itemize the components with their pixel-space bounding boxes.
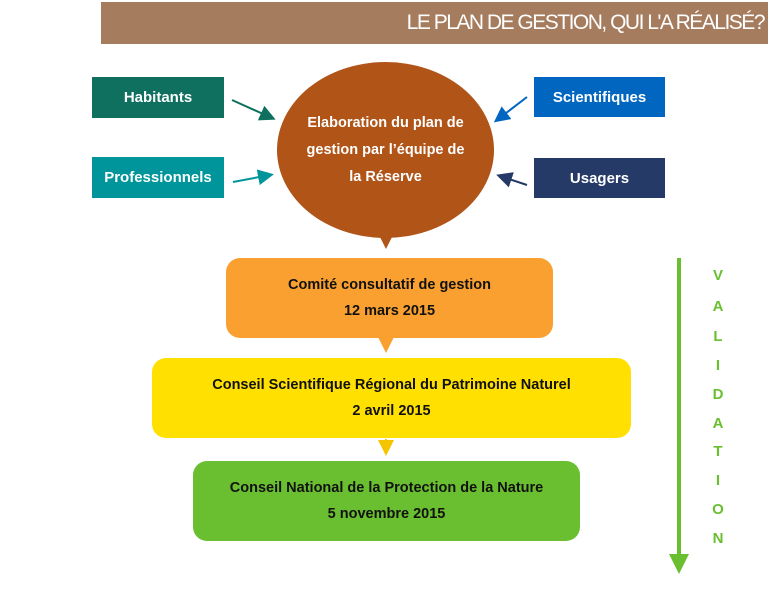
actor-label: Professionnels [104, 169, 212, 186]
center-line: Elaboration du plan de [307, 114, 464, 131]
step-conseil-national: Conseil National de la Protection de la … [193, 461, 580, 541]
validation-letter: T [713, 443, 723, 460]
center-line: gestion par l’équipe de [306, 141, 465, 158]
arrow-habitants [231, 99, 276, 121]
actor-professionnels: Professionnels [92, 157, 224, 198]
actor-scientifiques: Scientifiques [534, 77, 665, 117]
actor-habitants: Habitants [92, 77, 224, 118]
step-date: 5 novembre 2015 [327, 506, 446, 522]
validation-letter: O [712, 501, 724, 518]
arrow-scientifiques [493, 96, 528, 123]
step-title: Conseil National de la Protection de la … [229, 480, 544, 496]
step-title: Conseil Scientifique Régional du Patrimo… [212, 377, 571, 393]
validation-letter: N [712, 530, 724, 547]
actor-label: Habitants [123, 89, 193, 106]
validation-letter: D [712, 386, 724, 403]
validation-letter: A [712, 415, 724, 432]
validation-letter: I [715, 357, 721, 374]
validation-letter: V [712, 267, 723, 284]
step-date: 2 avril 2015 [352, 403, 431, 419]
validation-letter: A [712, 298, 724, 315]
step-comite-consultatif: Comité consultatif de gestion 12 mars 20… [226, 258, 553, 338]
center-ellipse: Elaboration du plan de gestion par l’équ… [277, 62, 494, 238]
validation-letter: L [713, 328, 723, 345]
title-banner: LE PLAN DE GESTION, QUI L'A RÉALISÉ? [101, 2, 768, 44]
step-title: Comité consultatif de gestion [287, 277, 491, 293]
validation-letter: I [715, 472, 721, 489]
arrow-usagers [496, 172, 528, 188]
actor-label: Usagers [569, 169, 630, 187]
step-conseil-scientifique: Conseil Scientifique Régional du Patrimo… [152, 358, 631, 438]
arrow-professionnels [232, 169, 274, 186]
actor-usagers: Usagers [534, 158, 665, 198]
center-line: la Réserve [349, 168, 422, 185]
step-date: 12 mars 2015 [343, 303, 436, 319]
actor-label: Scientifiques [552, 88, 647, 106]
page-title: LE PLAN DE GESTION, QUI L'A RÉALISÉ? [406, 11, 766, 34]
